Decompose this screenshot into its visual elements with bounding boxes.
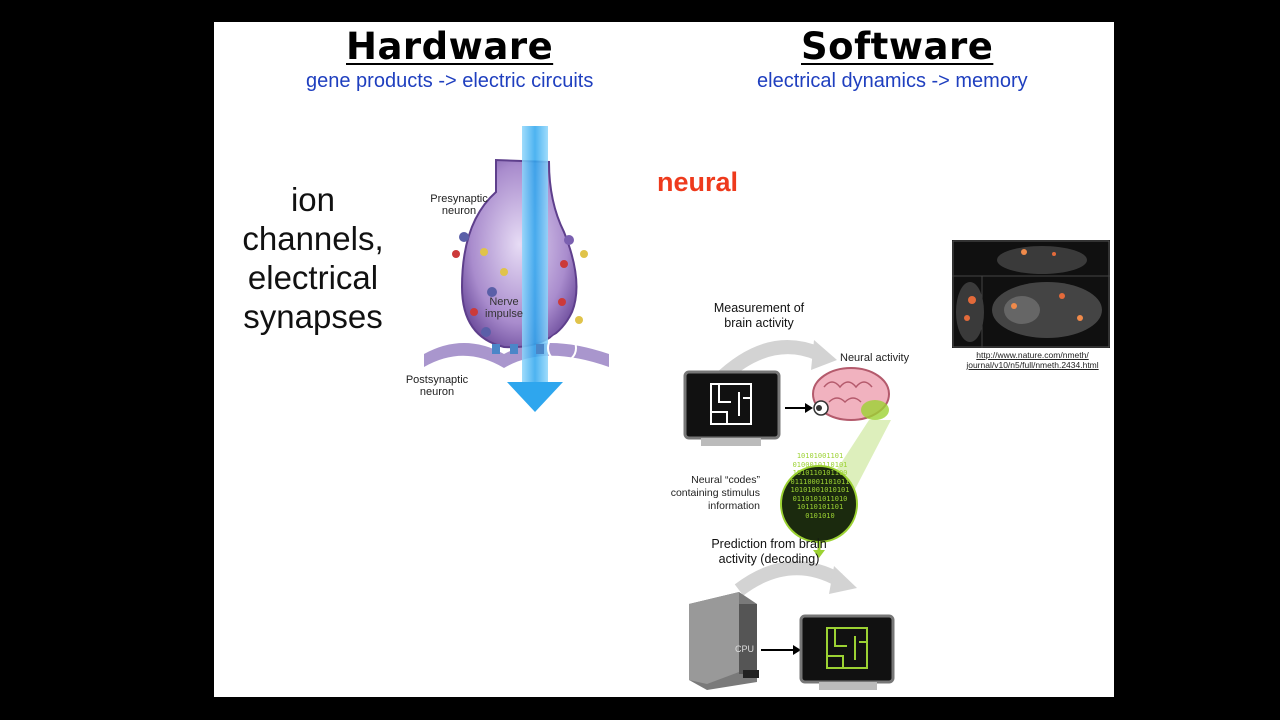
software-subtitle: electrical dynamics -> memory	[757, 70, 1028, 92]
decoding-diagram	[683, 340, 895, 690]
prediction-label: Prediction from brain activity (decoding…	[711, 537, 827, 566]
body-line: synapses	[243, 298, 383, 335]
hardware-subtitle: gene products -> electric circuits	[306, 70, 594, 92]
measurement-label: Measurement of brain activity	[713, 301, 805, 330]
body-line: channels,	[242, 220, 384, 257]
body-line: ion	[290, 181, 336, 218]
body-line: electrical	[247, 259, 379, 296]
nerve-impulse-label: Nerve impulse	[485, 296, 523, 320]
postsynaptic-label: Postsynaptic neuron	[405, 374, 469, 398]
software-title: Software	[801, 25, 994, 68]
synapse-illustration	[424, 126, 609, 412]
brain-imaging-thumbnail	[952, 240, 1110, 348]
cpu-label: CPU	[735, 644, 755, 654]
vesicles	[452, 232, 588, 337]
slide: Hardware gene products -> electric circu…	[214, 22, 1114, 697]
neural-codes-label: Neural “codes” containing stimulus infor…	[670, 474, 760, 512]
reference-link[interactable]: http://www.nature.com/nmeth/ journal/v10…	[966, 350, 1099, 370]
hardware-title: Hardware	[346, 25, 554, 68]
ion-channels-text: ion channels, electrical synapses	[228, 180, 398, 336]
neural-word: neural	[657, 167, 739, 197]
neural-code-binary: 10101001101 0100010110101 1010110101100 …	[790, 452, 850, 520]
presynaptic-label: Presynaptic neuron	[430, 193, 488, 217]
neural-activity-label: Neural activity	[840, 352, 910, 364]
